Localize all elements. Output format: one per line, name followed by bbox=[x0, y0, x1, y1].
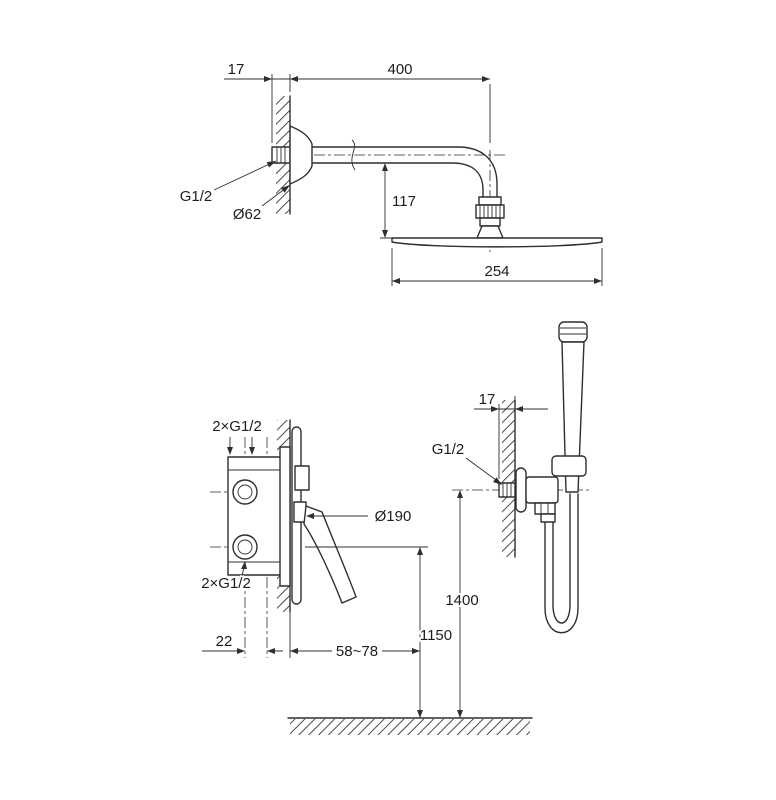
shower-arm bbox=[311, 146, 498, 198]
dim-stub-length-label: 17 bbox=[228, 61, 245, 78]
outlet-escutcheon bbox=[515, 467, 527, 513]
dim-stub-length-label: 17 bbox=[479, 391, 496, 408]
connector-nut bbox=[478, 196, 502, 206]
inlet-port-bottom bbox=[232, 534, 258, 560]
handshower-head bbox=[558, 321, 588, 343]
shower-hose bbox=[544, 493, 579, 634]
dim-arm-length-label: 400 bbox=[387, 61, 412, 78]
flange-diameter-label: Ø62 bbox=[233, 206, 261, 223]
thread-label-right: G1/2 bbox=[432, 441, 465, 458]
dim-head-drop-label: 117 bbox=[392, 193, 416, 210]
break-symbol bbox=[351, 139, 356, 171]
ball-joint-cone bbox=[476, 225, 504, 239]
mixer-face bbox=[279, 446, 291, 587]
overhead-shower-view: 17 400 117 G1/2 Ø62 254 bbox=[178, 59, 603, 286]
outlet-body bbox=[525, 476, 559, 504]
handshower-handle bbox=[561, 341, 585, 493]
mixer-valve-view: 2×G1/2 2×G1/2 Ø190 22 58~78 1150 bbox=[199, 416, 454, 718]
plate-diameter-label: Ø190 bbox=[375, 508, 412, 525]
dim-handshower-height-label: 1400 bbox=[445, 592, 478, 609]
dim-connection-spacing-label: 22 bbox=[216, 633, 233, 650]
hose-union-nut bbox=[534, 502, 556, 515]
mixer-handle bbox=[303, 505, 357, 604]
inlet-port-top bbox=[232, 479, 258, 505]
bottom-connections-label: 2×G1/2 bbox=[201, 575, 251, 592]
thread-label-top: G1/2 bbox=[180, 188, 213, 205]
hand-shower-view: 17 G1/2 1400 bbox=[430, 321, 592, 718]
dim-head-diameter-label: 254 bbox=[484, 263, 509, 280]
dim-mixer-height-label: 1150 bbox=[420, 627, 452, 644]
handshower-holder bbox=[551, 455, 587, 477]
wall-hatch bbox=[502, 400, 515, 557]
hose-connector bbox=[540, 513, 556, 523]
diverter-stem bbox=[294, 465, 310, 491]
shower-head bbox=[391, 237, 603, 248]
floor bbox=[287, 717, 533, 735]
floor-hatch bbox=[290, 719, 530, 735]
dim-install-depth-label: 58~78 bbox=[336, 643, 378, 660]
top-connections-label: 2×G1/2 bbox=[212, 418, 262, 435]
wall-flange bbox=[289, 125, 313, 185]
mixer-body bbox=[227, 456, 283, 576]
